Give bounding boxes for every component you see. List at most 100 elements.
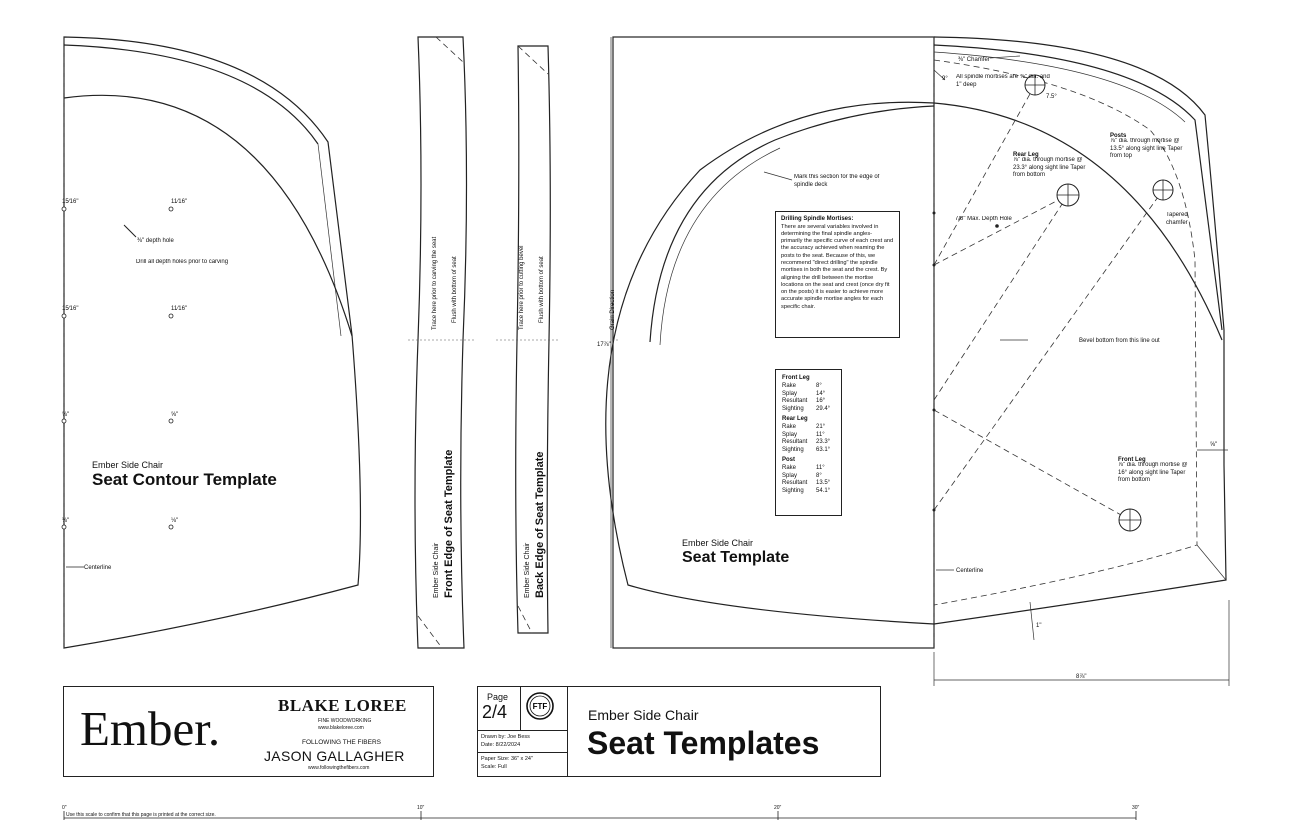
depth-label: ⅝"	[171, 412, 178, 418]
mark-note: Mark this section for the edge of spindl…	[794, 174, 879, 188]
chamfer-leader	[989, 55, 1021, 59]
mark-leader	[763, 171, 793, 181]
spindle-note: All spindle mortises are ⅜" dia. and 1" …	[956, 74, 1050, 88]
depth-label: 11⁄16"	[171, 306, 187, 312]
seat-template: 8⅞" 17⅞" Grain Direction ⅝" 1" ⅜" Chamfe…	[597, 36, 1230, 686]
depth-label: 11⁄16"	[171, 199, 187, 205]
rear-leg-sight-line	[933, 194, 1069, 266]
seat-rim-line	[933, 44, 1223, 331]
posts-label: Posts	[1110, 133, 1127, 139]
page-cell: Page 2/4	[478, 687, 521, 731]
brand-subtitle: FINE WOODWORKING	[318, 718, 372, 724]
angle-row-label: Resultant	[782, 439, 808, 446]
front-edge-chair: Ember Side Chair	[433, 542, 440, 598]
brand-url: www.blakeloree.com	[318, 725, 364, 731]
contour-rim-line	[63, 44, 319, 145]
drilling-note-title: Drilling Spindle Mortises:	[781, 216, 854, 222]
angle-row-label: Splay	[782, 390, 798, 397]
posts-note: ⅞" dia. through mortise @ 13.5° along si…	[1110, 138, 1182, 159]
rear-leg-label: Rear Leg	[1013, 152, 1039, 158]
centerline-label: Centerline	[84, 565, 112, 571]
seat-bevel-line	[933, 59, 1198, 606]
angle-row-value: 63.1°	[816, 447, 831, 454]
title-block-brand: Ember. BLAKE LOREE FINE WOODWORKING www.…	[63, 686, 434, 777]
front-edge-template: Trace here prior to carving the seat Flu…	[408, 36, 476, 649]
front-leg-label: Front Leg	[1118, 457, 1146, 463]
title-block-info: Page 2/4 FTF Drawn by: Joe Bess Date: 8/…	[477, 686, 881, 777]
back-edge-title: Back Edge of Seat Template	[534, 451, 546, 598]
tapered-chamfer-note: Tapered chamfer	[1166, 212, 1188, 226]
angle-row: Splay 14°	[782, 391, 835, 399]
back-edge-note: Flush with bottom of seat	[539, 256, 545, 323]
depth-label: 15⁄16"	[62, 306, 78, 312]
back-edge-outline	[515, 45, 551, 634]
seat-contour-template: 15⁄16" 11⁄16" 15⁄16" 11⁄16" ⅝" ⅝" ⅛" ⅛" …	[61, 36, 362, 649]
front-edge-note: Trace here prior to carving the seat	[432, 237, 438, 330]
contour-chair-name: Ember Side Chair	[92, 460, 163, 470]
scale-tick-label: 30"	[1132, 805, 1140, 811]
angle-row: Rake 11°	[782, 465, 835, 473]
page-label: Page	[487, 692, 509, 702]
sheet-title: Seat Templates	[587, 725, 820, 761]
seat-centerline-label: Centerline	[956, 568, 984, 574]
grain-direction: Grain Direction	[610, 290, 616, 330]
front-leg-sight-line	[933, 409, 1131, 521]
scale-note: Use this scale to confirm that this page…	[66, 812, 216, 818]
bottom-dimension-line	[1029, 601, 1035, 641]
front-edge-title: Front Edge of Seat Template	[443, 450, 455, 598]
angle-row-label: Splay	[782, 472, 798, 479]
seat-bevel-edge	[1196, 544, 1227, 581]
back-edge-chair: Ember Side Chair	[524, 542, 531, 598]
depth-label: 15⁄16"	[62, 199, 78, 205]
chamfer-label: ⅜" Chamfer	[958, 57, 990, 63]
seat-point	[932, 408, 936, 412]
height-dimension: 17⅞"	[597, 342, 611, 348]
angle-group-title: Front Leg	[782, 375, 810, 381]
page-number: 2/4	[482, 702, 508, 722]
seat-deck-edge-inner	[659, 147, 781, 346]
side-dimension: ⅝"	[1210, 442, 1217, 448]
back-edge-note: Trace here prior to cutting bevel	[519, 246, 525, 331]
width-dimension: 8⅞"	[1076, 674, 1086, 680]
person-name: JASON GALLAGHER	[264, 748, 405, 764]
depth-hole-label: ⅜" depth hole	[137, 238, 174, 244]
angle-row-value: 14°	[816, 390, 826, 397]
drill-note: Drill all depth holes prior to carving	[136, 259, 228, 265]
front-leg-note: ⅞" dia. through mortise @ 16° along sigh…	[1118, 462, 1188, 483]
angle-row: Resultant 23.3°	[782, 439, 835, 447]
back-edge-dashed	[517, 605, 533, 634]
scale-tick-label: 10"	[417, 805, 425, 811]
seat-deck-edge	[649, 105, 935, 343]
depth-hole-leader	[123, 224, 137, 238]
front-edge-dashed	[435, 36, 464, 63]
depth-holes	[61, 206, 174, 530]
bevel-note: Bevel bottom from this line out	[1079, 338, 1160, 344]
angle-row-label: Rake	[782, 464, 797, 471]
scale-tick-label: 0"	[62, 805, 67, 811]
post-sight-line	[933, 189, 1164, 511]
meta-cell: Drawn by: Joe Bess Date: 8/22/2024 Paper…	[478, 731, 568, 776]
spindle-mortise	[1024, 74, 1046, 96]
blake-loree-wordmark: BLAKE LOREE	[278, 696, 407, 715]
seat-chair-name: Ember Side Chair	[682, 538, 753, 548]
contour-inner-rim	[317, 143, 342, 337]
front-leg-mortise	[1118, 508, 1142, 532]
drawing-date: Date: 8/22/2024	[481, 742, 521, 748]
angle-row-value: 13.5°	[816, 480, 831, 487]
angle-row-label: Sighting	[782, 406, 804, 413]
depth-label: ⅝"	[62, 412, 69, 418]
rear-leg-note: ⅞" dia. through mortise @ 23.3° along si…	[1013, 157, 1085, 178]
depth-hole-note: 7/8" Max. Depth Hole	[955, 216, 1012, 222]
angle-row-value: 8°	[816, 382, 822, 389]
angle-row-value: 11°	[816, 464, 825, 471]
angle-leader	[933, 69, 946, 81]
contour-deck-curve	[63, 94, 353, 337]
ftf-emblem-icon: FTF	[526, 692, 554, 720]
front-edge-note: Flush with bottom of seat	[452, 256, 458, 323]
angle-row-value: 23.3°	[816, 439, 831, 446]
depth-hole-marker	[995, 224, 999, 228]
